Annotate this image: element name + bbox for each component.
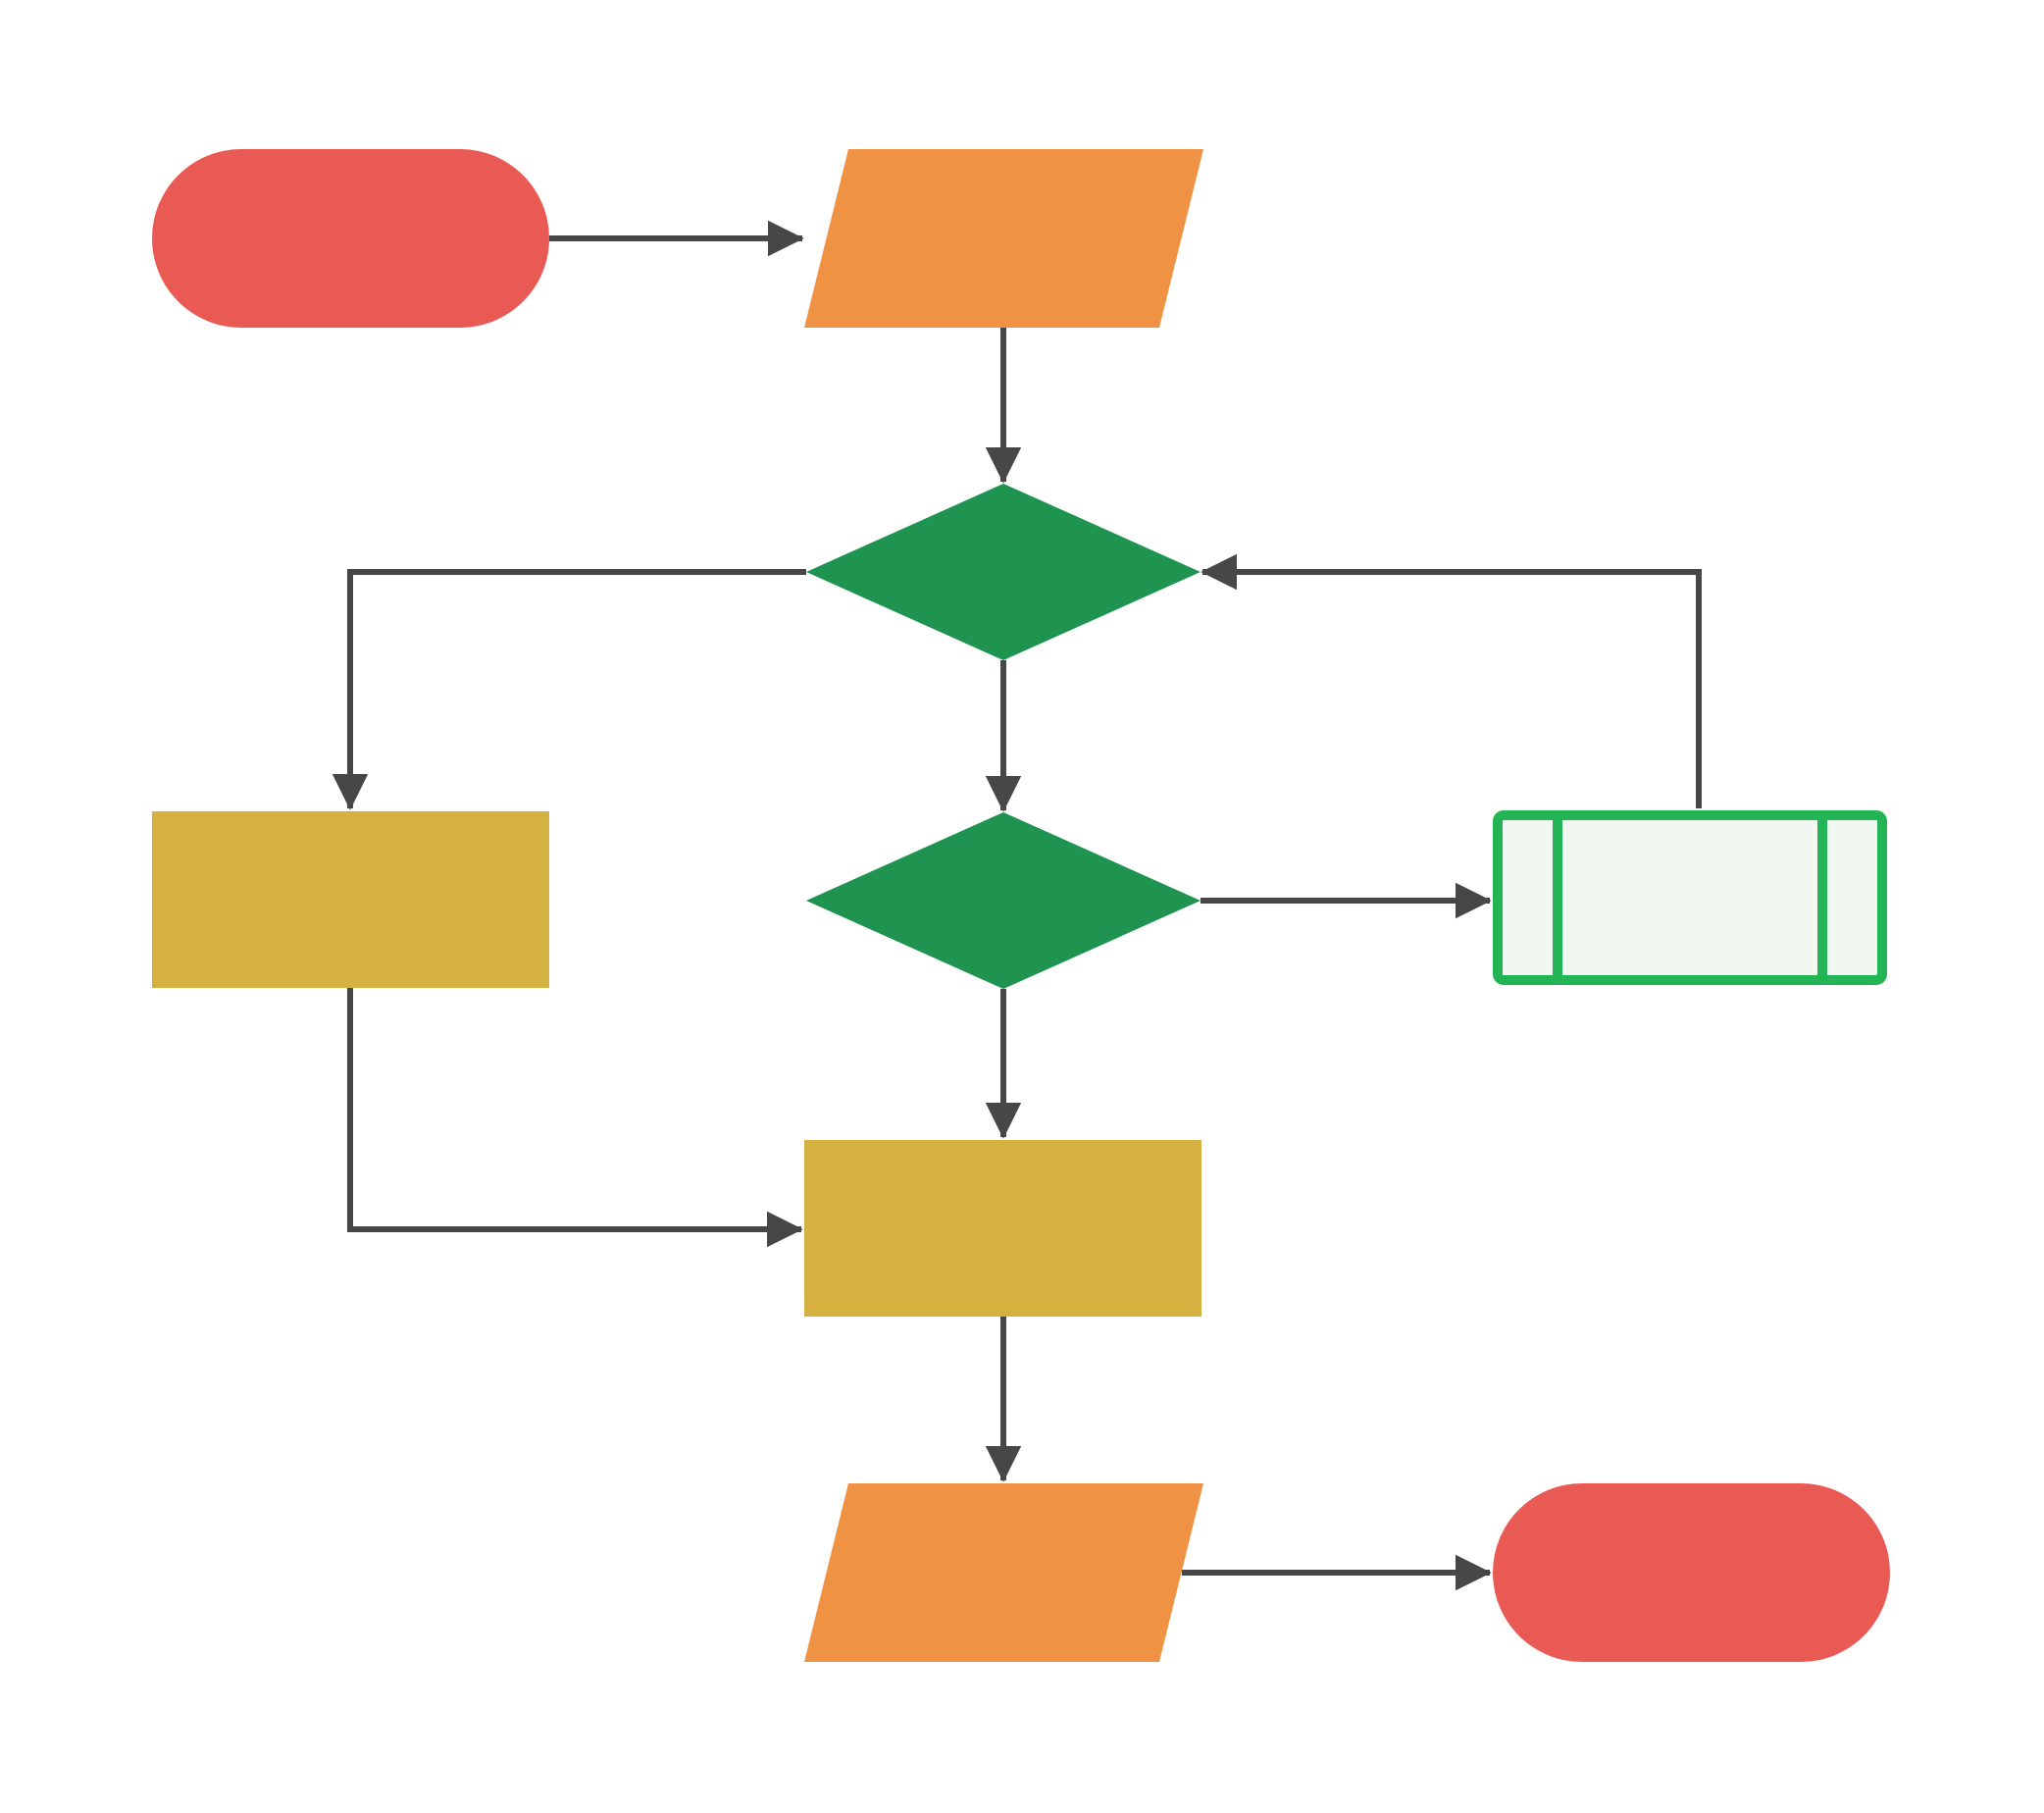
node-decision-2-diamond[interactable]	[806, 812, 1201, 989]
node-process-left-rect[interactable]	[152, 811, 549, 988]
end-terminator-shape[interactable]	[1493, 1483, 1890, 1662]
input-parallelogram-shape[interactable]	[804, 149, 1203, 328]
node-start-terminator[interactable]	[152, 149, 549, 328]
edge-process-left-to-process-merge	[347, 988, 803, 1248]
node-output-parallelogram[interactable]	[804, 1483, 1203, 1662]
decision-2-diamond-shape[interactable]	[806, 812, 1201, 989]
node-process-merge-rect[interactable]	[804, 1140, 1201, 1317]
process-merge-shape[interactable]	[804, 1140, 1201, 1317]
node-layer	[152, 149, 1890, 1662]
edge-decision1-to-process-left	[332, 569, 806, 810]
process-left-shape[interactable]	[152, 811, 549, 988]
node-end-terminator[interactable]	[1493, 1483, 1890, 1662]
node-subroutine[interactable]	[1493, 810, 1887, 985]
output-parallelogram-shape[interactable]	[804, 1483, 1203, 1662]
subroutine-outer-shape[interactable]	[1493, 810, 1887, 985]
start-terminator-shape[interactable]	[152, 149, 549, 328]
decision-1-diamond-shape[interactable]	[806, 484, 1201, 660]
node-decision-1-diamond[interactable]	[806, 484, 1201, 660]
connector-layer	[332, 220, 1702, 1591]
edge-subroutine-to-decision1-feedback	[1201, 553, 1702, 808]
node-input-parallelogram[interactable]	[804, 149, 1203, 328]
